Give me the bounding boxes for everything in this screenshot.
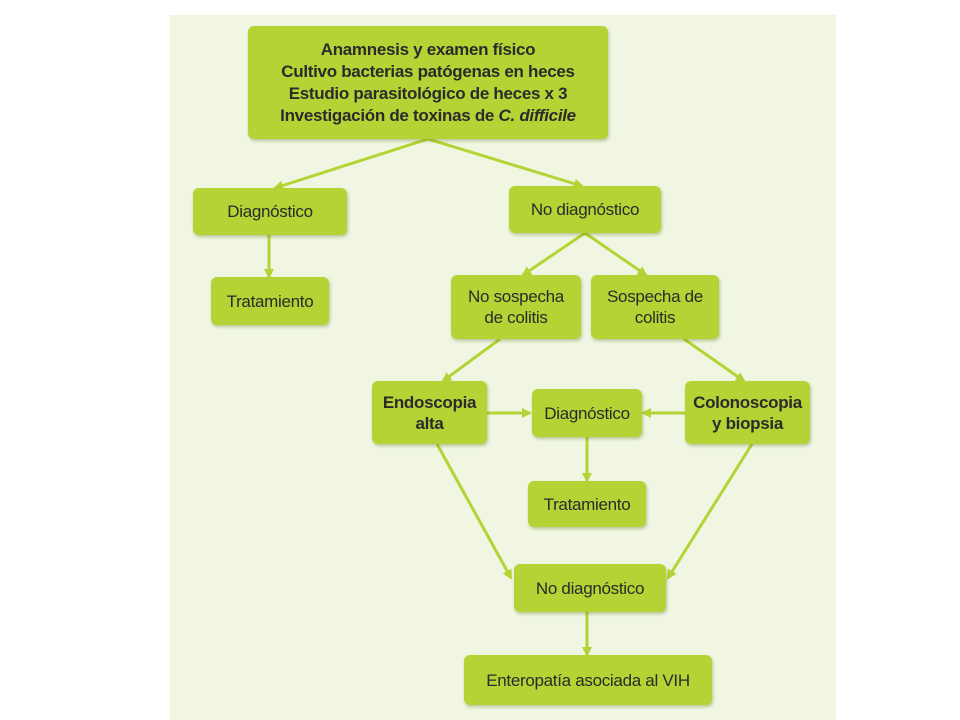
start-line-4-prefix: Investigación de toxinas de	[280, 105, 499, 125]
no-sospecha-line-2: de colitis	[484, 308, 548, 327]
no-diagnostico-top-box: No diagnóstico	[509, 186, 661, 233]
diagnostico-left-box: Diagnóstico	[193, 188, 347, 235]
tratamiento-center-box: Tratamiento	[528, 481, 646, 527]
no-sospecha-line-1: No sospecha	[468, 287, 564, 306]
tratamiento-left-box: Tratamiento	[211, 277, 329, 325]
start-box: Anamnesis y examen físico Cultivo bacter…	[248, 26, 608, 139]
arrow-start-to-no-diagnostico	[427, 137, 584, 189]
arrow-endoscopia-to-no-diagnostico	[435, 443, 513, 580]
endoscopia-box: Endoscopia alta	[372, 381, 487, 444]
sospecha-line-1: Sospecha de	[607, 287, 703, 306]
no-diagnostico-top-label: No diagnóstico	[530, 200, 640, 219]
colonoscopia-line-1: Colonoscopia	[693, 392, 802, 412]
arrow-no-sospecha-to-endoscopia	[441, 337, 501, 383]
diagnostico-center-box: Diagnóstico	[532, 389, 642, 437]
diagnostico-center-label: Diagnóstico	[544, 403, 630, 423]
endoscopia-line-1: Endoscopia	[382, 392, 477, 412]
final-box: Enteropatía asociada al VIH	[464, 655, 712, 705]
start-line-3: Estudio parasitológico de heces x 3	[288, 83, 568, 103]
tratamiento-center-label: Tratamiento	[543, 494, 631, 514]
no-diagnostico-bottom-label: No diagnóstico	[535, 578, 645, 598]
endoscopia-line-2: alta	[415, 413, 444, 433]
tratamiento-left-label: Tratamiento	[226, 291, 314, 311]
arrow-no-diagnostico-to-sospecha	[584, 231, 648, 277]
start-line-1: Anamnesis y examen físico	[320, 39, 536, 59]
diagnostico-left-label: Diagnóstico	[227, 202, 313, 221]
colonoscopia-line-2: y biopsia	[712, 413, 783, 433]
sospecha-box: Sospecha de colitis	[591, 275, 719, 339]
start-line-4: Investigación de toxinas de C. difficile	[280, 105, 576, 127]
start-line-4-italic: C. difficile	[498, 105, 577, 125]
no-diagnostico-bottom-box: No diagnóstico	[514, 564, 666, 612]
arrow-no-diagnostico-to-no-sospecha	[521, 231, 586, 277]
arrow-start-to-diagnostico	[273, 137, 429, 191]
arrow-sospecha-to-colonoscopia	[683, 337, 746, 383]
colonoscopia-box: Colonoscopia y biopsia	[685, 381, 810, 444]
sospecha-line-2: colitis	[634, 308, 676, 327]
start-line-2: Cultivo bacterias patógenas en heces	[281, 61, 575, 81]
final-label: Enteropatía asociada al VIH	[486, 670, 690, 690]
no-sospecha-box: No sospecha de colitis	[451, 275, 581, 339]
arrow-colonoscopia-to-no-diagnostico	[666, 443, 754, 580]
